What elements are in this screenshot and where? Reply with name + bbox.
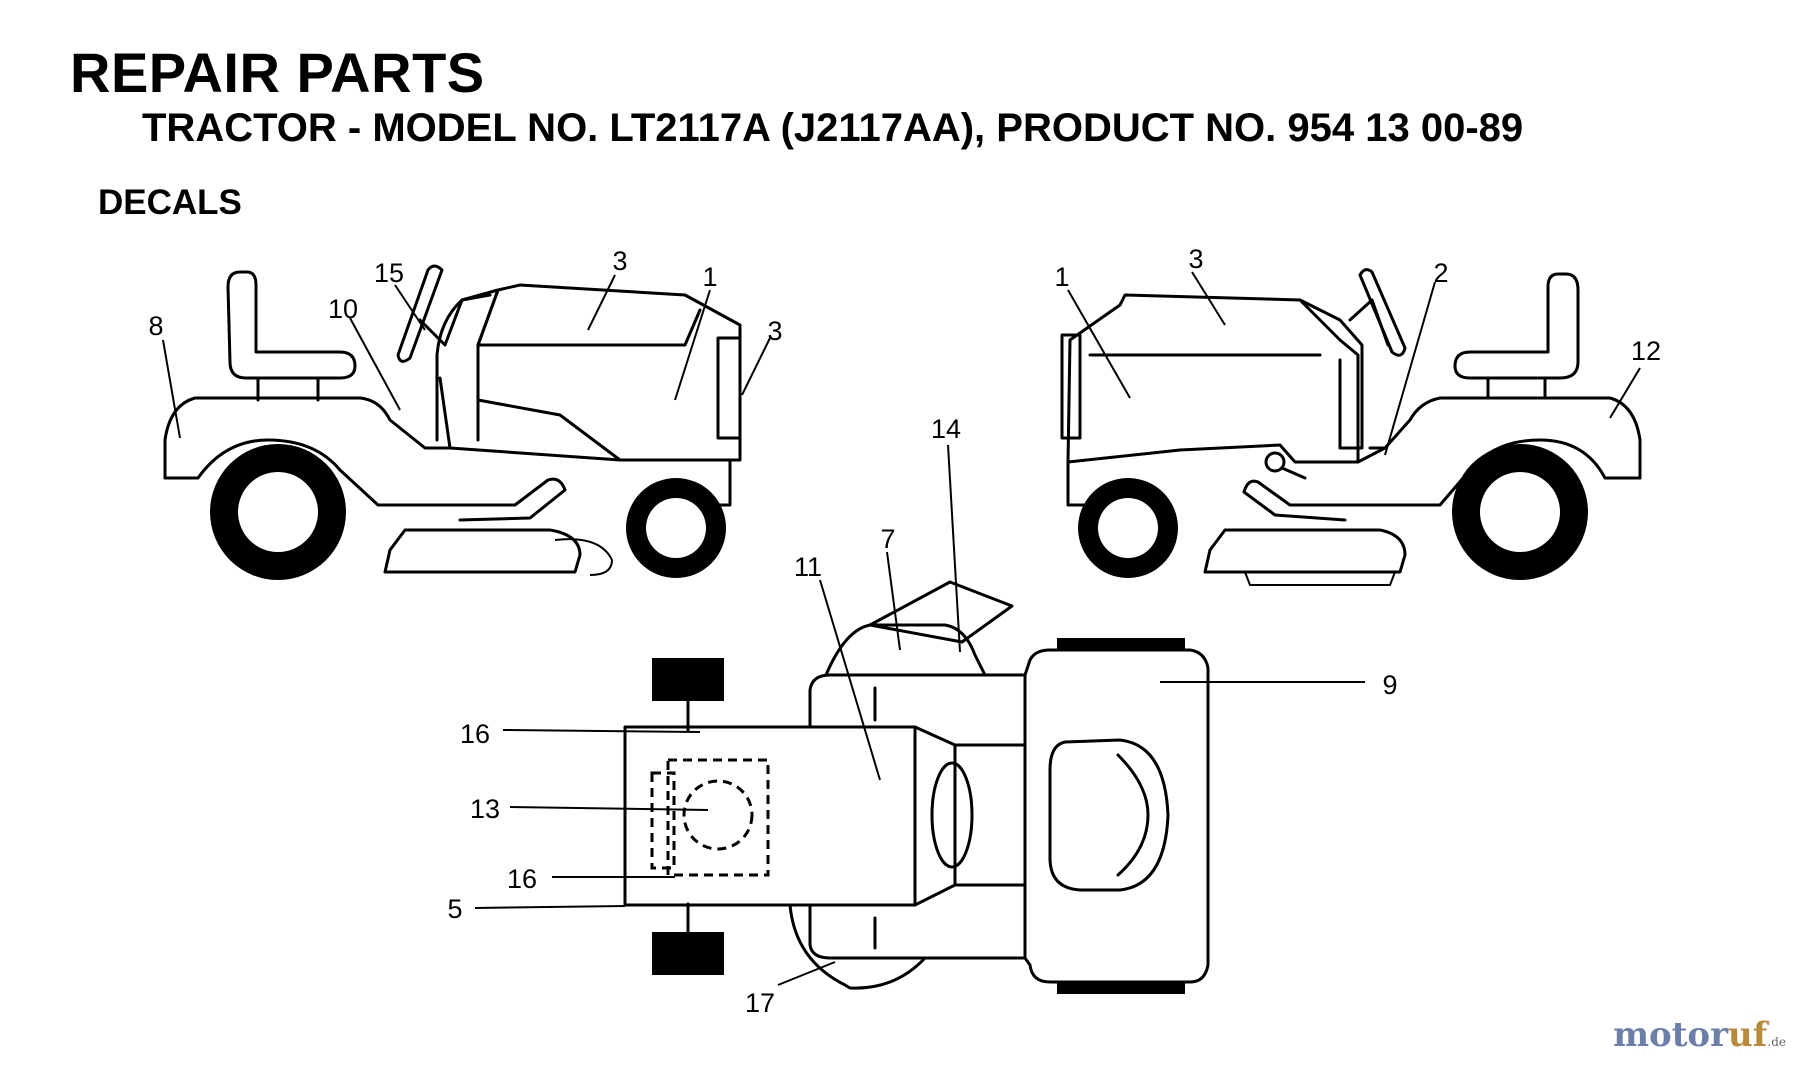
dash-panel [868,580,1014,644]
callout-14: 14 [931,414,961,444]
mower-deck [383,528,582,574]
rear-fender-inner [163,438,427,507]
watermark-part3: .de [1767,1035,1786,1049]
front-body [808,673,1027,960]
steering-hub [930,761,974,869]
footrest [1242,479,1387,522]
deck-chute [554,538,614,576]
leader-lines [162,271,1641,986]
tractor-left-view [163,264,742,580]
deck-skirt [1244,571,1396,586]
seat-post [1486,376,1547,400]
mower-deck [1203,528,1407,574]
seat-top [1048,738,1170,892]
callout-8: 8 [148,311,163,341]
decal-outline-13 [666,758,770,877]
watermark-part1: motor [1613,1015,1729,1055]
callout-16-bottom: 16 [507,864,537,894]
rear-tire-top [1057,638,1185,650]
watermark-part2: uf [1728,1015,1768,1055]
steering-top [824,623,987,677]
hood-top [623,725,917,907]
steering-wheel [396,264,444,363]
callout-13: 13 [470,794,500,824]
callout-9: 9 [1382,670,1397,700]
watermark-logo: motoruf.de [1613,1015,1786,1055]
callout-15: 15 [374,258,404,288]
hood-crease [476,308,702,347]
front-tire-top [652,658,724,701]
callout-10: 10 [328,294,358,324]
callout-3-hood-left: 3 [612,246,627,276]
callout-numbers: 1 1 2 3 3 3 5 7 8 9 10 11 12 13 14 15 16… [148,244,1661,1018]
rear-body [1023,648,1210,984]
page-title: REPAIR PARTS [70,41,485,104]
callout-1-right: 1 [1054,262,1069,292]
dash [1298,298,1364,450]
center-body [953,698,1027,932]
callout-11: 11 [794,552,822,582]
decal-outline-16 [650,771,676,870]
hood [1066,293,1360,464]
rear-fender [163,376,452,480]
callout-1-left: 1 [702,262,717,292]
tractor-top-view [623,580,1210,994]
choke-knob [1264,451,1286,473]
decal-outline-circle [682,779,754,851]
rear-fender [1368,396,1642,480]
callout-7: 7 [880,524,895,554]
callout-5: 5 [447,894,462,924]
callout-17: 17 [745,988,775,1018]
grille [716,336,742,440]
seat-post [256,376,320,402]
hood-nose [913,725,957,907]
callout-12: 12 [1631,336,1661,366]
callout-3-hood-right: 3 [1188,244,1203,274]
page-subtitle: TRACTOR - MODEL NO. LT2117A (J2117AA), P… [142,106,1524,150]
seat [226,270,357,380]
steering-wheel [1358,268,1407,357]
tractor-right-view [1060,268,1642,586]
seat [1453,272,1580,380]
section-label: DECALS [98,183,242,222]
mower-chute [788,903,927,990]
grille [1060,333,1082,440]
callout-2: 2 [1433,258,1448,288]
footrest [423,477,567,522]
steering-column [1348,298,1390,347]
callout-16-top: 16 [460,719,490,749]
callout-3-grille-left: 3 [767,316,782,346]
front-tire-bottom [652,932,724,975]
dash [435,288,500,442]
rear-tire-bottom [1057,982,1185,994]
